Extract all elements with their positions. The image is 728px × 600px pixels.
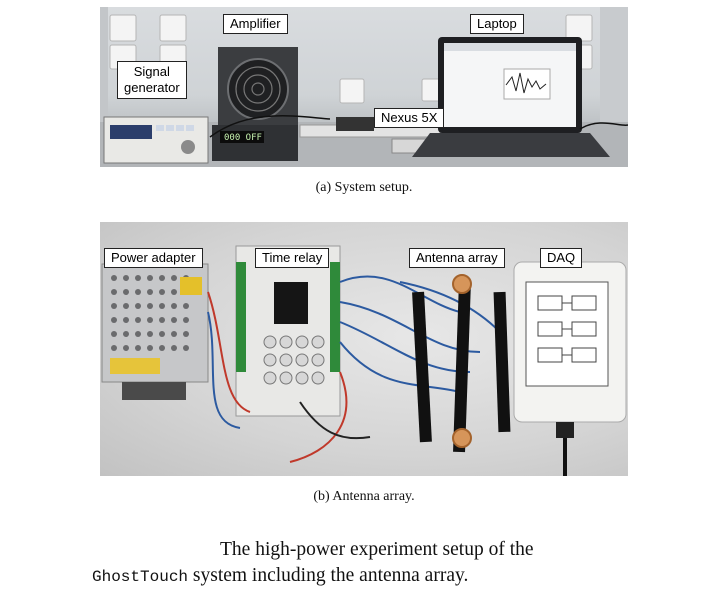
figure-caption-text-part1: The high-power experiment setup of the (220, 539, 534, 560)
signal-generator-label: Signal generator (117, 61, 187, 99)
signal-generator-label-line2: generator (124, 80, 180, 95)
power-adapter-label: Power adapter (104, 248, 203, 268)
antenna-array-photo: Power adapter Time relay Antenna array D… (100, 222, 628, 476)
system-name: GhostTouch (92, 568, 189, 586)
subfigure-b-caption: (b) Antenna array. (313, 489, 415, 504)
signal-generator-label-line1: Signal (133, 64, 170, 79)
figure-caption: The high-power experiment setup of the G… (92, 537, 632, 590)
figure-caption-text-part2: system including the antenna array. (188, 565, 469, 586)
antenna-array-illustration (101, 245, 627, 476)
system-setup-illustration: 000 OFF (100, 7, 628, 167)
antenna-array-label: Antenna array (409, 248, 505, 268)
svg-text:000 OFF: 000 OFF (224, 133, 262, 143)
amplifier-label: Amplifier (223, 14, 288, 34)
figure-caption-line2: GhostTouch system including the antenna … (92, 563, 632, 590)
system-setup-photo: 000 OFF Signal generator Amplifier Lapto… (100, 7, 628, 167)
nexus-5x-label: Nexus 5X (374, 108, 445, 128)
figure-caption-line1: The high-power experiment setup of the (92, 537, 632, 563)
time-relay-label: Time relay (255, 248, 330, 268)
subfigure-a-caption: (a) System setup. (315, 180, 413, 195)
daq-label: DAQ (540, 248, 583, 268)
laptop-label: Laptop (470, 14, 524, 34)
